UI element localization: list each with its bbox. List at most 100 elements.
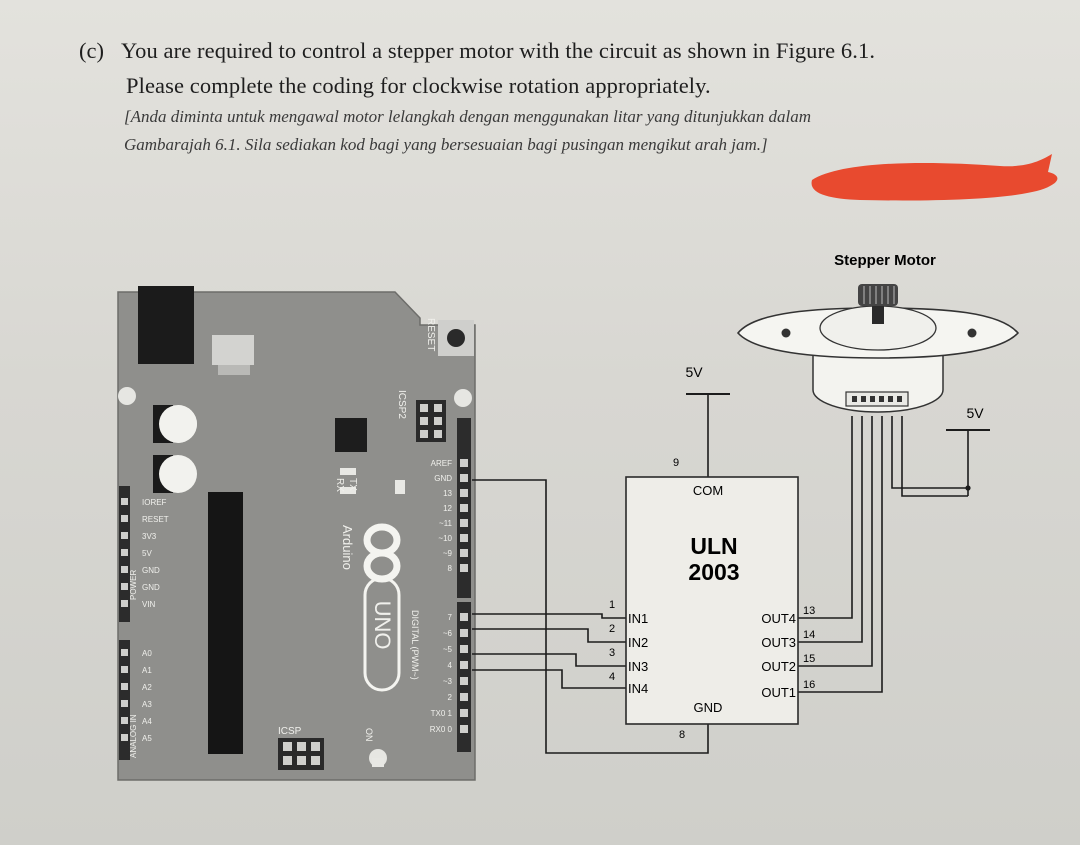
capacitors: [153, 405, 197, 493]
digital-pin-label: ~10: [438, 534, 452, 543]
arduino-logo: [363, 523, 401, 692]
analog-pin-label: A0: [142, 649, 152, 658]
header-pin: [460, 677, 468, 685]
supply-5v-right: 5V: [966, 405, 984, 421]
redaction-mark: [811, 154, 1058, 201]
chip-out3-pin: 14: [803, 629, 815, 641]
digital-pin-label: ~6: [443, 629, 453, 638]
header-pin: [121, 498, 128, 505]
wire-motor-common-a: [891, 416, 968, 489]
header-pin: [460, 709, 468, 717]
digital-pin-label: 8: [448, 564, 453, 573]
chip-in2-pin: 2: [609, 623, 615, 635]
wire-out4: [798, 416, 853, 619]
header-pin: [121, 717, 128, 724]
header-pin: [460, 564, 468, 572]
digital-pin-label: ~9: [443, 549, 453, 558]
power-pin-label: RESET: [142, 515, 169, 524]
chip-in4: IN4: [628, 681, 648, 696]
question-text-english-1: You are required to control a stepper mo…: [121, 38, 876, 63]
header-pin: [460, 613, 468, 621]
figure-6-1-circuit: RESET ICSP2 TX RX Arduino UNO ON DIGITAL…: [117, 252, 1020, 781]
icsp-header: [278, 738, 324, 770]
power-pin-label: GND: [142, 583, 160, 592]
digital-pin-label: ~3: [443, 677, 453, 686]
digital-pin-label: 7: [448, 613, 453, 622]
chip-name-line2: 2003: [688, 559, 739, 585]
digital-pin-label: RX0 0: [430, 725, 453, 734]
header-pin: [121, 532, 128, 539]
question-text-malay-2: Gambarajah 6.1. Sila sediakan kod bagi y…: [124, 135, 768, 154]
icsp-label: ICSP: [278, 726, 302, 737]
chip-in2: IN2: [628, 635, 648, 650]
header-pin: [460, 504, 468, 512]
wire-in1: [472, 613, 626, 619]
supply-5v-left: 5V: [685, 364, 703, 380]
digital-pin-label: GND: [434, 474, 452, 483]
microcontroller-chip: [208, 492, 243, 754]
tx-label: TX: [347, 478, 358, 491]
header-pin: [121, 666, 128, 673]
header-pin: [121, 683, 128, 690]
uln2003-chip: [625, 476, 799, 725]
chip-in3-pin: 3: [609, 647, 615, 659]
wire-in4: [472, 669, 626, 689]
connector-pin: [870, 396, 875, 402]
header-pin: [121, 600, 128, 607]
digital-pin-label: TX0 1: [431, 709, 453, 718]
stepper-motor: [736, 284, 1020, 413]
wire-out2: [798, 416, 873, 667]
wire-motor-common-b: [901, 416, 968, 497]
power-pin-label: VIN: [142, 600, 156, 609]
header-pin: [460, 645, 468, 653]
header-pin: [460, 725, 468, 733]
chip-out2: OUT2: [761, 659, 796, 674]
digital-pin-label: 12: [443, 504, 452, 513]
analog-label: ANALOG IN: [129, 714, 138, 758]
power-jack: [138, 286, 194, 364]
power-pin-label: IOREF: [142, 498, 167, 507]
power-label: POWER: [129, 570, 138, 600]
chip-gnd-label: GND: [694, 700, 723, 715]
uno-label: UNO: [370, 601, 395, 650]
question-text-english-2: Please complete the coding for clockwise…: [126, 73, 711, 98]
question-text-malay-1: [Anda diminta untuk mengawal motor lelan…: [124, 107, 812, 126]
header-pin: [460, 489, 468, 497]
chip-in1: IN1: [628, 611, 648, 626]
digital-label: DIGITAL (PWM~): [410, 610, 420, 680]
connector-pin: [879, 396, 884, 402]
header-pin: [460, 693, 468, 701]
chip-pin-com: 9: [673, 457, 679, 469]
arduino-brand-label: Arduino: [340, 525, 355, 570]
chip-in1-pin: 1: [609, 599, 615, 611]
analog-pin-label: A3: [142, 700, 152, 709]
analog-pin-label: A2: [142, 683, 152, 692]
stepper-motor-title: Stepper Motor: [834, 252, 936, 269]
wire-in2: [472, 628, 626, 643]
chip-in4-pin: 4: [609, 671, 615, 683]
digital-pin-label: ~5: [443, 645, 453, 654]
chip-com-label: COM: [693, 483, 723, 498]
chip-name-line1: ULN: [690, 533, 737, 559]
analog-pin-label: A4: [142, 717, 152, 726]
wire-gnd: [472, 479, 709, 754]
header-pin: [460, 519, 468, 527]
power-pin-label: 3V3: [142, 532, 157, 541]
connector-pin: [852, 396, 857, 402]
connector-pin: [888, 396, 893, 402]
header-pin: [460, 459, 468, 467]
header-pin: [460, 629, 468, 637]
connector-pin: [897, 396, 902, 402]
power-pin-label: 5V: [142, 549, 152, 558]
circuit-wires: [472, 393, 990, 754]
digital-pin-label: 2: [448, 693, 453, 702]
question-label: (c): [79, 38, 104, 63]
reset-label: RESET: [425, 318, 436, 351]
digital-pin-label: ~11: [439, 519, 453, 528]
on-label: ON: [364, 728, 374, 742]
wire-out3: [798, 416, 863, 643]
header-pin: [460, 474, 468, 482]
header-pin: [121, 549, 128, 556]
header-pin: [121, 583, 128, 590]
